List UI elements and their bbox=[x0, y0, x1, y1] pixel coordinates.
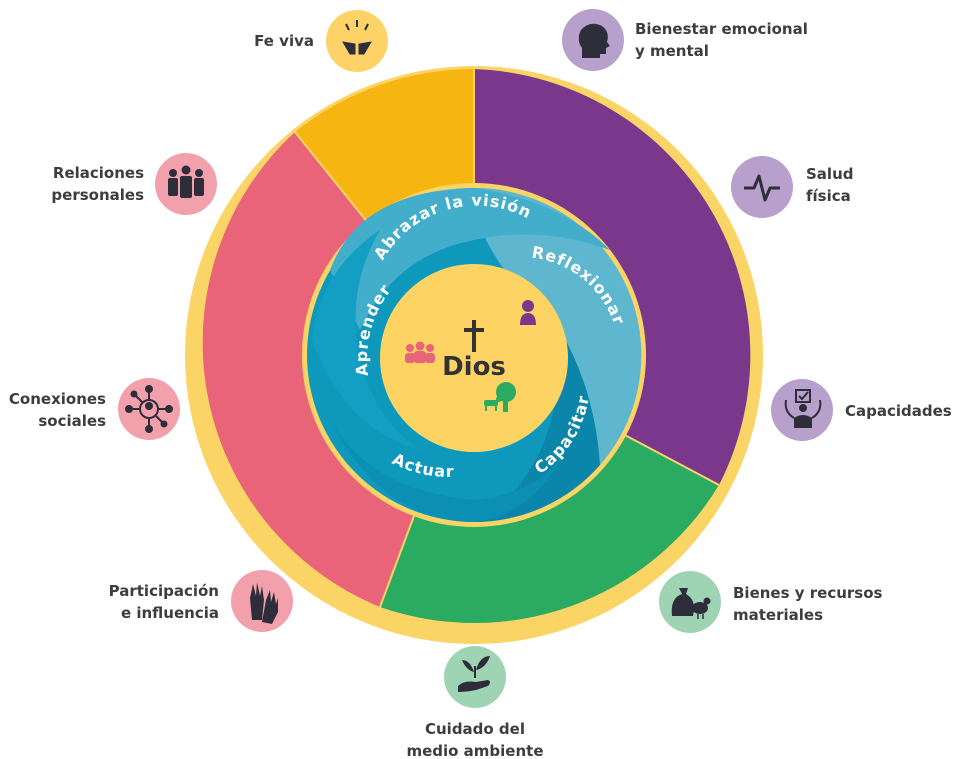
salud-label-1: Salud bbox=[806, 165, 853, 183]
family-icon bbox=[405, 341, 435, 363]
outcome-participacion: Participación e influencia bbox=[109, 570, 293, 632]
heartbeat-icon bbox=[744, 174, 780, 202]
outcome-fe-viva: Fe viva bbox=[254, 10, 388, 72]
network-icon bbox=[125, 385, 173, 433]
swirl-aprender bbox=[312, 230, 420, 450]
cross-icon bbox=[464, 320, 484, 352]
outcome-conexiones: Conexiones sociales bbox=[9, 378, 180, 440]
bienestar-label-2: y mental bbox=[635, 42, 709, 60]
cuidado-label-1: Cuidado del bbox=[425, 720, 525, 738]
participacion-label-1: Participación bbox=[109, 582, 219, 600]
praying-hands-icon bbox=[342, 20, 372, 55]
relaciones-label-2: personales bbox=[51, 186, 144, 204]
fe-viva-circle bbox=[326, 10, 388, 72]
outcome-bienes: Bienes y recursos materiales bbox=[659, 571, 883, 633]
conexiones-label-2: sociales bbox=[38, 412, 106, 430]
plant-in-hand-icon bbox=[458, 656, 490, 692]
center-label: Dios bbox=[442, 352, 506, 382]
swirl-abrazar bbox=[330, 188, 610, 330]
capacidades-label: Capacidades bbox=[845, 402, 952, 420]
outcome-capacidades: Capacidades bbox=[771, 379, 952, 441]
center-fill bbox=[380, 264, 568, 452]
sack-chicken-icon bbox=[671, 588, 711, 619]
outcome-cuidado: Cuidado del medio ambiente bbox=[406, 646, 544, 759]
outcome-salud: Salud física bbox=[731, 156, 853, 218]
bienestar-label-1: Bienestar emocional bbox=[635, 20, 808, 38]
raised-hands-icon bbox=[250, 582, 278, 624]
swirl-actuar bbox=[330, 420, 560, 522]
swirl-capacitar bbox=[474, 330, 600, 523]
outcome-bienestar: Bienestar emocional y mental bbox=[562, 9, 808, 71]
bienes-label-2: materiales bbox=[733, 606, 823, 624]
salud-label-2: física bbox=[806, 187, 851, 205]
cuidado-label-2: medio ambiente bbox=[406, 742, 543, 759]
outcome-relaciones: Relaciones personales bbox=[51, 153, 217, 215]
tree-animal-icon bbox=[484, 382, 516, 412]
center-circle: Dios bbox=[380, 264, 568, 452]
conexiones-label-1: Conexiones bbox=[9, 390, 106, 408]
relaciones-label-1: Relaciones bbox=[53, 164, 144, 182]
person-checklist-icon bbox=[784, 389, 822, 428]
head-brain-icon bbox=[578, 23, 610, 58]
participacion-label-2: e influencia bbox=[121, 604, 219, 622]
fe-viva-label: Fe viva bbox=[254, 32, 314, 50]
bienes-label-1: Bienes y recursos bbox=[733, 584, 883, 602]
person-icon bbox=[520, 300, 536, 325]
group-people-icon bbox=[168, 165, 204, 198]
